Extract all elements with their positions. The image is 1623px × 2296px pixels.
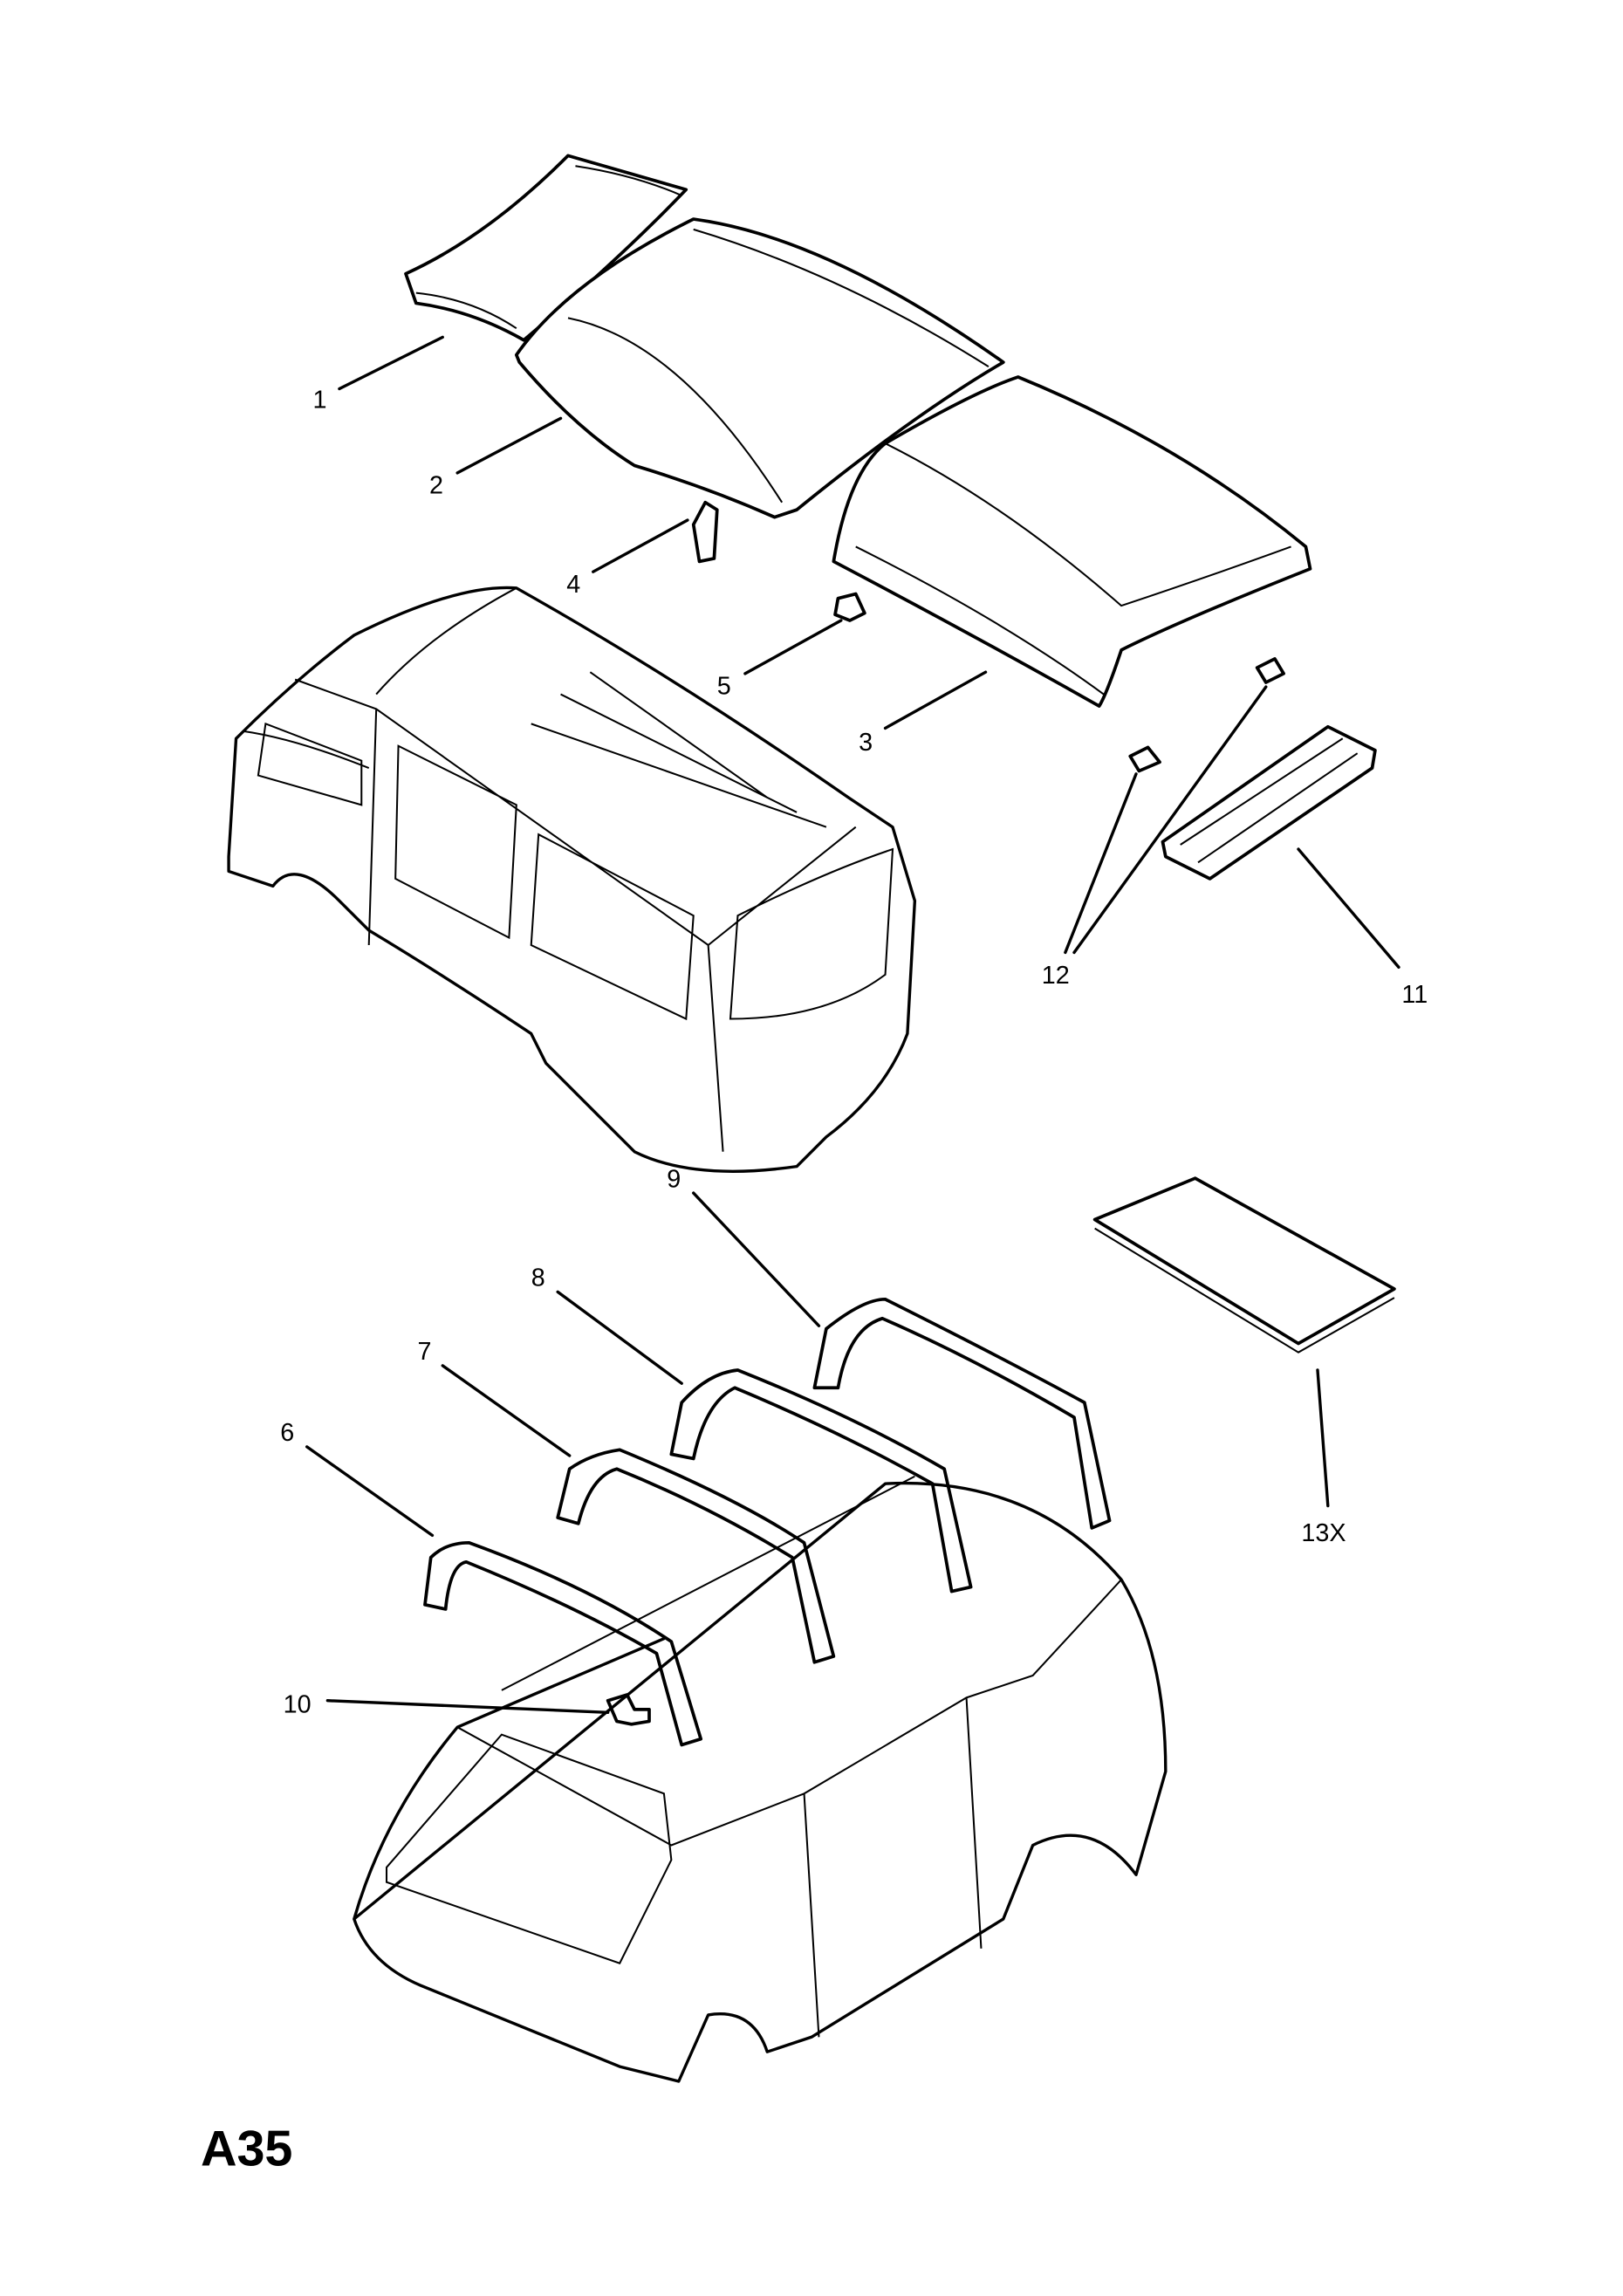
part-2-middle-roof-panel bbox=[514, 217, 1005, 519]
callout-4: 4 bbox=[566, 571, 580, 599]
callout-2: 2 bbox=[429, 472, 443, 500]
van-body-illustration bbox=[227, 586, 917, 1173]
part-4-bracket bbox=[691, 500, 719, 564]
callout-5: 5 bbox=[717, 673, 731, 701]
callout-1: 1 bbox=[312, 387, 326, 415]
callout-6: 6 bbox=[280, 1419, 294, 1447]
part-1-front-roof-panel bbox=[404, 154, 688, 342]
callout-8: 8 bbox=[531, 1265, 545, 1292]
leader-lines bbox=[305, 335, 1400, 1714]
callout-7: 7 bbox=[418, 1338, 432, 1366]
van-body-lower-illustration bbox=[353, 1475, 1168, 2083]
diagram-id: A35 bbox=[201, 2121, 292, 2176]
part-12-plate bbox=[1255, 657, 1285, 684]
part-8-roof-bow bbox=[669, 1368, 973, 1593]
part-13x-insulation-sheet bbox=[1092, 1176, 1396, 1354]
callout-10: 10 bbox=[284, 1690, 312, 1718]
callout-3: 3 bbox=[859, 729, 873, 757]
part-5-bracket bbox=[833, 592, 866, 622]
part-10-fastener bbox=[606, 1693, 651, 1726]
part-3-rear-roof-panel bbox=[832, 375, 1312, 708]
part-11-roof-cross-member bbox=[1161, 724, 1377, 881]
part-7-roof-bow bbox=[556, 1448, 836, 1664]
callout-13x: 13X bbox=[1301, 1519, 1346, 1547]
part-6-roof-bow bbox=[423, 1540, 703, 1747]
part-9-roof-bow bbox=[812, 1297, 1112, 1530]
part-12-plate bbox=[1128, 745, 1161, 773]
callout-11: 11 bbox=[1401, 981, 1428, 1009]
callout-9: 9 bbox=[667, 1165, 681, 1193]
callout-12: 12 bbox=[1042, 962, 1070, 990]
